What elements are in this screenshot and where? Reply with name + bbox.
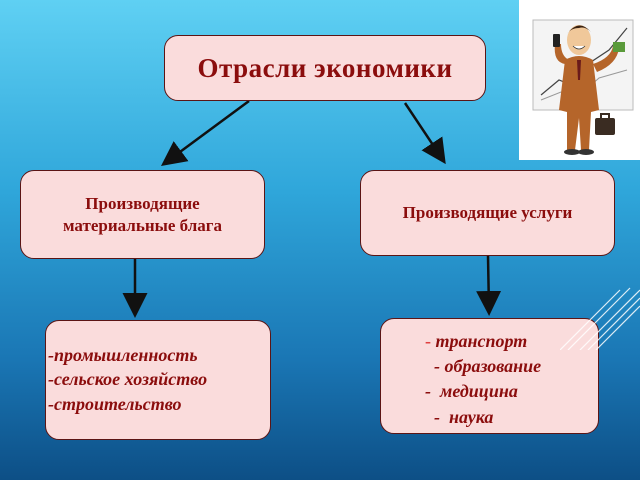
arrow-root-to-right xyxy=(403,102,446,165)
left-branch-line2: материальные блага xyxy=(62,215,223,235)
root-node: Отрасли экономики xyxy=(164,35,486,101)
left-list-item: -промышленность xyxy=(48,345,198,365)
right-list-item: - образование xyxy=(434,356,542,377)
left-list-item: -сельское хозяйство xyxy=(48,369,208,390)
businessman-with-phone-icon xyxy=(519,0,640,160)
root-label: Отрасли экономики xyxy=(197,52,453,83)
right-list-item: - наука xyxy=(434,406,494,427)
left-list-item: -строительство xyxy=(48,393,182,414)
decorative-stripes xyxy=(560,287,640,350)
left-branch-node: Производящие материальные блага xyxy=(20,170,265,259)
right-list-item: - медицина xyxy=(425,381,518,402)
right-list-item: - транспорт xyxy=(425,331,528,351)
right-branch-label: Производящие услуги xyxy=(402,203,573,222)
left-list-node: -промышленность -сельское хозяйство -стр… xyxy=(45,320,271,440)
arrow-right-to-list xyxy=(476,255,502,316)
left-branch-line1: Производящие xyxy=(85,194,200,214)
right-list-node: - транспорт - образование - медицина - н… xyxy=(380,318,599,434)
arrow-root-to-left xyxy=(160,99,250,166)
right-branch-node: Производящие услуги xyxy=(360,170,615,256)
